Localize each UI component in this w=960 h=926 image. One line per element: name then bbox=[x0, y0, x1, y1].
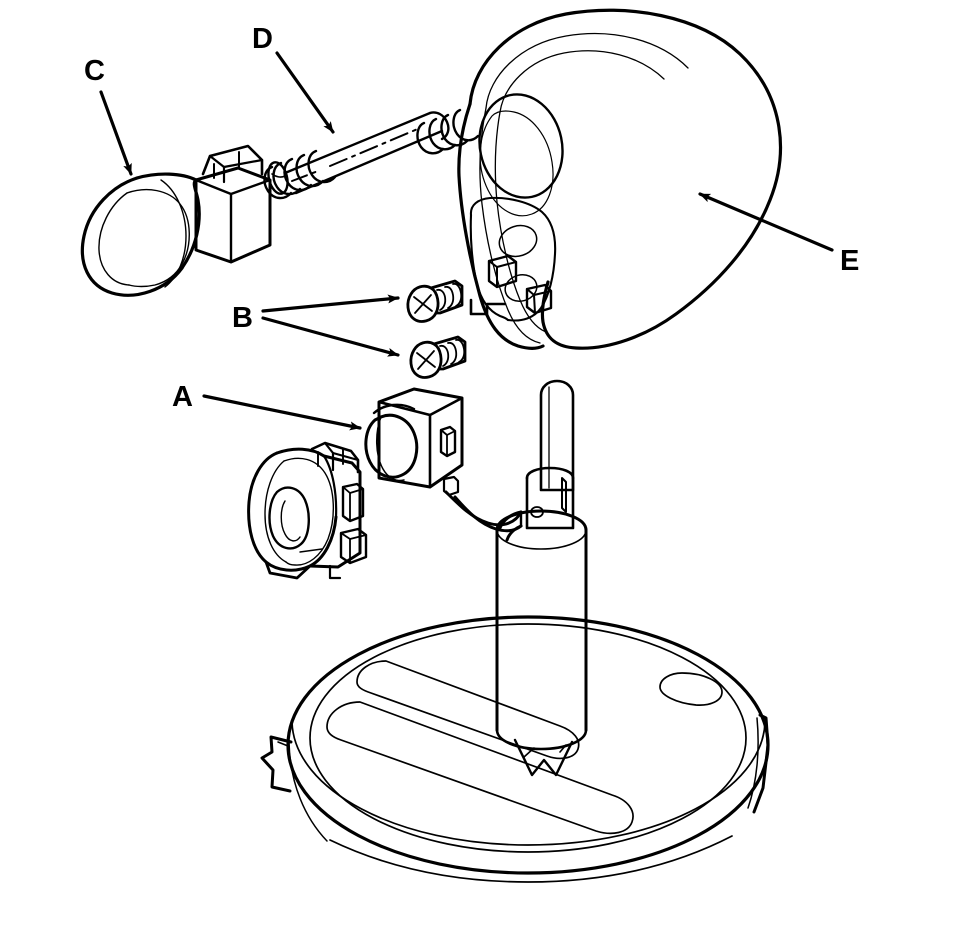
shift-lock-release-solenoid-switch bbox=[364, 387, 523, 533]
callout-label-a: A bbox=[172, 381, 193, 413]
callout-label-e: E bbox=[840, 245, 859, 277]
callout-arrows bbox=[99, 51, 834, 431]
push-button-knob-cap bbox=[80, 144, 272, 297]
callout-arrow-c bbox=[99, 90, 133, 176]
mounting-screws bbox=[406, 279, 467, 379]
console-bezel-plate bbox=[260, 615, 770, 883]
shift-lever-shaft bbox=[495, 379, 588, 777]
switch-bezel-cover bbox=[247, 441, 368, 580]
callout-arrow-b-2 bbox=[261, 316, 400, 357]
screw-lower bbox=[409, 335, 467, 379]
callout-arrow-e bbox=[698, 192, 834, 252]
callout-arrow-d bbox=[275, 51, 335, 134]
callout-arrow-b-1 bbox=[261, 294, 400, 313]
shift-lever-knob bbox=[457, 8, 782, 350]
callout-label-d: D bbox=[252, 23, 273, 55]
knob-button-spring-and-rod bbox=[263, 108, 480, 200]
callout-label-b: B bbox=[232, 302, 253, 334]
callout-labels: C D E B A bbox=[84, 23, 859, 413]
screw-upper bbox=[406, 279, 464, 323]
callout-arrow-a bbox=[202, 394, 362, 431]
callout-label-c: C bbox=[84, 55, 105, 87]
